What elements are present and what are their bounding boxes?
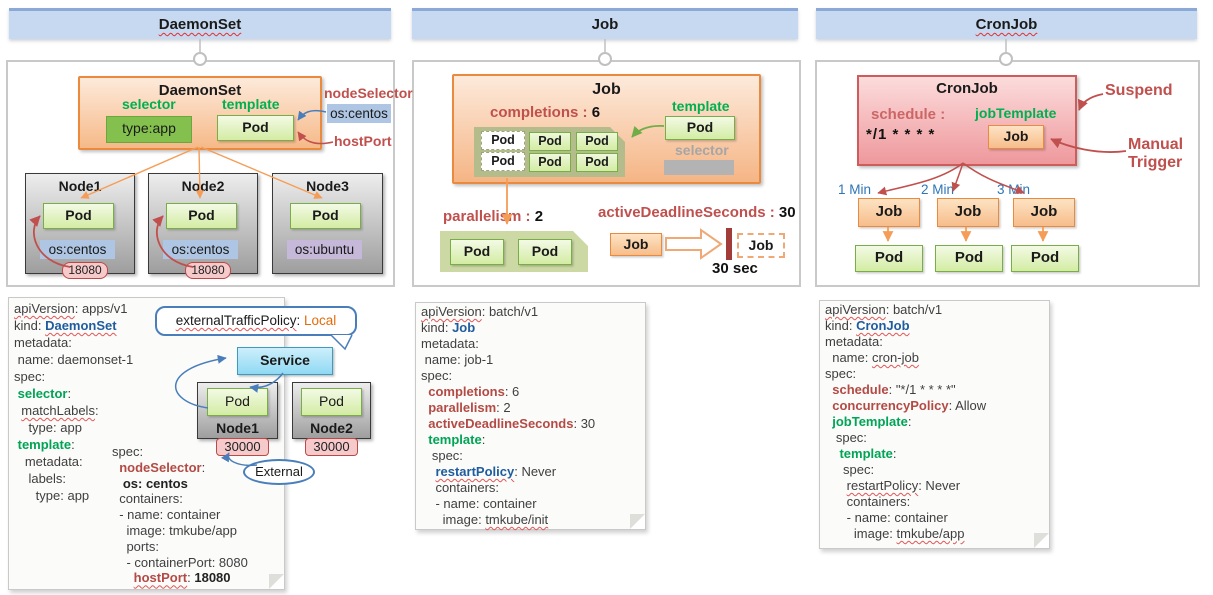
bubble-tail xyxy=(330,334,353,351)
minute-label-3: 3 Min xyxy=(997,182,1031,197)
os-centos-chip: os:centos xyxy=(327,104,391,123)
deadline-value: 30 xyxy=(778,204,796,221)
job-yaml-note xyxy=(415,302,646,530)
header-daemonset-label: DaemonSet xyxy=(158,16,242,33)
bubble-sep: : xyxy=(296,313,305,328)
deadline-job-box: Job xyxy=(610,233,662,256)
cron-job-box-1: Job xyxy=(858,198,920,227)
cron-pod-box-2: Pod xyxy=(935,245,1003,272)
cron-job-box-2: Job xyxy=(937,198,999,227)
external-traffic-policy-bubble: externalTrafficPolicy: Local xyxy=(155,306,357,336)
cron-pod-box-3: Pod xyxy=(1011,245,1079,272)
overlay-node1-pod: Pod xyxy=(207,388,268,416)
manual-trigger-line1: Manual xyxy=(1128,136,1184,153)
host-port-label: hostPort xyxy=(334,133,392,149)
node3-os-chip: os:ubuntu xyxy=(287,240,362,259)
deadline-job-ghost-box: Job xyxy=(737,233,785,258)
selector-label: selector xyxy=(122,96,176,112)
deadline-label: activeDeadlineSeconds : xyxy=(598,204,779,221)
deadline-caption: 30 sec xyxy=(712,260,758,277)
service-box: Service xyxy=(237,347,333,375)
node-selector-label: nodeSelector xyxy=(324,85,413,101)
daemonset-box-title: DaemonSet xyxy=(158,82,242,99)
parallelism-label: parallelism : xyxy=(443,208,535,225)
cron-job-box-3: Job xyxy=(1013,198,1075,227)
pod-cell-pending-1: Pod xyxy=(481,131,525,150)
schedule-label: schedule : xyxy=(871,106,946,123)
template-pod-box: Pod xyxy=(217,115,294,141)
overlay-node2-nodeport-badge: 30000 xyxy=(305,438,358,456)
header-cronjob-label: CronJob xyxy=(975,16,1038,33)
external-label-ellipse: External xyxy=(243,459,315,485)
node1-title: Node1 xyxy=(58,178,102,194)
cron-pod-box-1: Pod xyxy=(855,245,923,272)
selector-value-box: type:app xyxy=(106,116,192,143)
minute-label-1: 1 Min xyxy=(838,182,872,197)
node2-title: Node2 xyxy=(181,178,225,194)
parallelism-value: 2 xyxy=(534,208,544,225)
node3-title: Node3 xyxy=(306,178,349,194)
header-job: Job xyxy=(412,8,798,39)
bubble-value: Local xyxy=(304,313,337,328)
cronjob-yaml-note xyxy=(819,300,1050,549)
completions-label: completions : xyxy=(490,104,592,121)
pod-cell-pending-4: Pod xyxy=(481,152,525,171)
suspend-label: Suspend xyxy=(1105,82,1173,99)
cron-job-template-label: jobTemplate xyxy=(975,105,1057,121)
pod-cell-3: Pod xyxy=(576,132,618,151)
overlay-node1-nodeport-badge: 30000 xyxy=(216,438,269,456)
manual-trigger-line2: Trigger xyxy=(1128,154,1183,171)
minute-label-2: 2 Min xyxy=(921,182,955,197)
node2-pod-box: Pod xyxy=(166,203,237,229)
schedule-value: */1 * * * * xyxy=(866,126,936,143)
job-template-label: template xyxy=(672,98,730,114)
pod-cell-5: Pod xyxy=(529,153,571,172)
cron-template-job-box: Job xyxy=(988,125,1044,149)
node1-hostport-badge: 18080 xyxy=(62,262,108,279)
node1-pod-box: Pod xyxy=(43,203,114,229)
completions-value: 6 xyxy=(591,104,601,121)
job-box-title: Job xyxy=(592,81,621,98)
deadline-stmt: activeDeadlineSeconds : 30 xyxy=(598,204,796,221)
overlay-node2-pod: Pod xyxy=(301,388,362,416)
header-daemonset: DaemonSet xyxy=(9,8,391,39)
node3-pod-box: Pod xyxy=(290,203,361,229)
parallelism-stmt: parallelism : 2 xyxy=(443,208,543,225)
template-label: template xyxy=(222,96,280,112)
parallel-pod-2: Pod xyxy=(518,239,572,265)
overlay-node2-title: Node2 xyxy=(310,420,353,436)
overlay-node1-title: Node1 xyxy=(216,420,259,436)
cronjob-box-title: CronJob xyxy=(936,80,998,97)
cronjob-box: CronJob xyxy=(857,75,1077,166)
job-selector-label: selector xyxy=(675,142,729,158)
pod-cell-6: Pod xyxy=(576,153,618,172)
pod-cell-2: Pod xyxy=(529,132,571,151)
bubble-key: externalTrafficPolicy xyxy=(175,313,297,328)
node2-hostport-badge: 18080 xyxy=(185,262,231,279)
manual-trigger-label: Manual Trigger xyxy=(1128,136,1183,172)
header-job-label: Job xyxy=(591,16,619,33)
header-cronjob: CronJob xyxy=(816,8,1197,39)
parallel-pod-1: Pod xyxy=(450,239,504,265)
job-selector-box xyxy=(664,160,734,175)
node2-os-chip: os:centos xyxy=(163,240,238,259)
job-template-pod-box: Pod xyxy=(665,116,735,140)
daemonset-yaml-right: spec: nodeSelector: os: centos container… xyxy=(112,444,248,586)
completions-stmt: completions : 6 xyxy=(490,104,600,121)
node1-os-chip: os:centos xyxy=(40,240,115,259)
